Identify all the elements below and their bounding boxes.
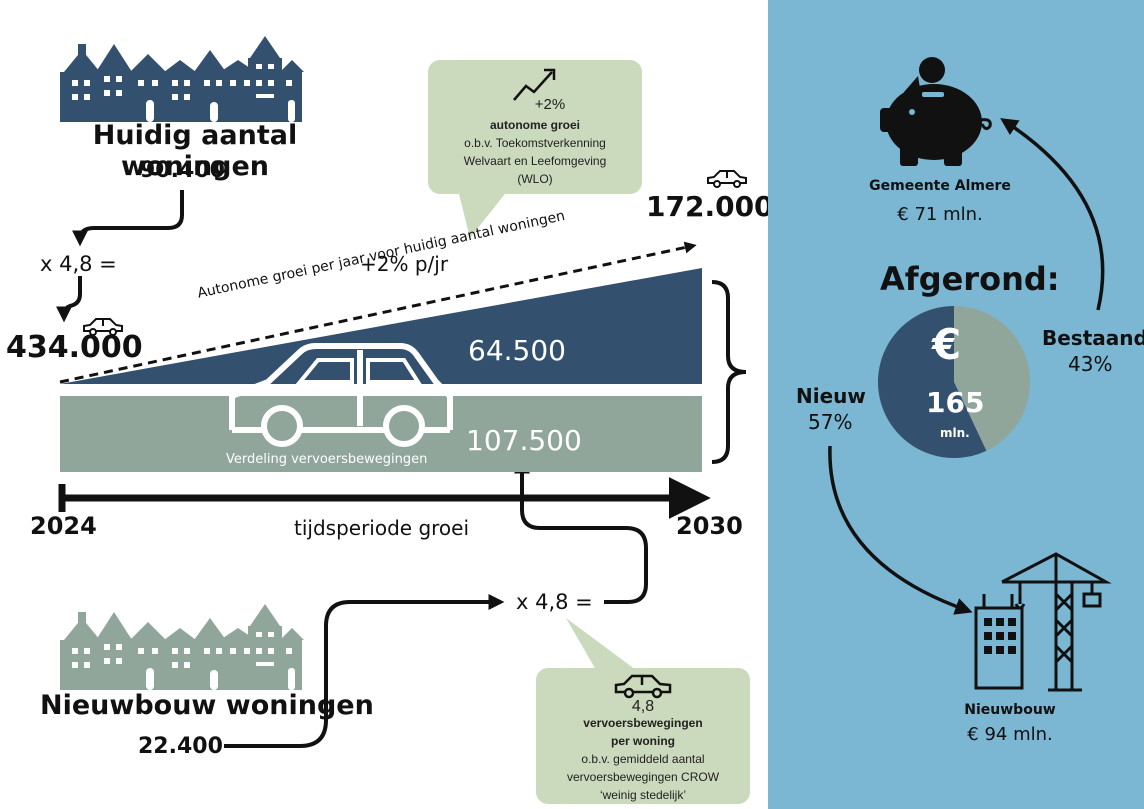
base-band (60, 396, 702, 472)
municipality-label: Gemeente Almere (869, 178, 1011, 194)
newbuild-multiplier: x 4,8 = (516, 590, 593, 614)
trend-up-icon (513, 68, 556, 101)
car-bubble-icon (614, 674, 672, 699)
car-bubble-shape (536, 618, 750, 804)
growth-wedge (60, 268, 702, 384)
municipality-amount: € 71 mln. (897, 204, 983, 225)
upper-value: 64.500 (468, 334, 566, 367)
car-large-icon (229, 343, 453, 447)
car-bubble-title1: vervoersbewegingen (583, 716, 703, 730)
newbuild-fund-amount: € 94 mln. (967, 724, 1053, 745)
car-bubble-line3: ‘weinig stedelijk’ (599, 788, 687, 802)
pie-unit: mln. (940, 426, 970, 440)
rate-label: +2% p/jr (360, 252, 449, 276)
car-bubble-line2: vervoersbewegingen CROW (566, 770, 720, 784)
pie-slice-nieuw (878, 306, 987, 458)
growth-title: autonome groei (489, 118, 580, 132)
newbuild-fund-label: Nieuwbouw (964, 702, 1056, 718)
existing-share-pct: 43% (1068, 352, 1113, 376)
construction-crane-icon (974, 552, 1112, 692)
growth-percent: +2% (534, 96, 566, 113)
flow-arrows-existing (56, 190, 747, 748)
panel-heading: Afgerond: (880, 260, 1060, 298)
car-bubble-value: 4,8 (631, 698, 655, 715)
growth-bubble-shape (428, 60, 642, 238)
end-year: 2030 (676, 512, 743, 540)
newbuild-count: 22.400 (138, 734, 223, 759)
newbuild-title: Nieuwbouw woningen (40, 690, 374, 721)
total-movements: 172.000 (646, 190, 774, 223)
car-small-icon (83, 318, 123, 336)
start-year: 2024 (30, 512, 97, 540)
existing-movements: 434.000 (6, 330, 143, 365)
growth-line3: (WLO) (517, 172, 553, 186)
existing-count: 90.400 (140, 158, 225, 183)
growth-chart (60, 268, 702, 472)
existing-share-label: Bestaand (1042, 326, 1144, 350)
car-small-icon-total (707, 170, 747, 188)
existing-title: Huidig aantal woningen (92, 120, 298, 182)
lower-value: 107.500 (466, 424, 582, 457)
pie-euro-symbol: € (932, 320, 962, 369)
piggy-bank-icon (880, 57, 992, 166)
funding-pie (878, 306, 1030, 458)
growth-line2: Welvaart en Leefomgeving (463, 154, 607, 168)
houses-navy-icon (60, 36, 304, 122)
new-share-pct: 57% (808, 410, 853, 434)
band-label: Verdeling vervoersbewegingen (226, 452, 428, 467)
car-bubble-line1: o.b.v. gemiddeld aantal (581, 752, 705, 766)
new-share-label: Nieuw (796, 384, 866, 408)
existing-multiplier: x 4,8 = (40, 252, 117, 276)
panel-arrows (828, 118, 1105, 615)
growth-line1: o.b.v. Toekomstverkenning (464, 136, 606, 150)
houses-sage-icon (60, 604, 304, 690)
axis-label: tijdsperiode groei (294, 516, 470, 540)
car-bubble-title2: per woning (611, 734, 675, 748)
pie-slice-bestaand (954, 306, 1030, 451)
pie-total: 165 (926, 386, 985, 419)
